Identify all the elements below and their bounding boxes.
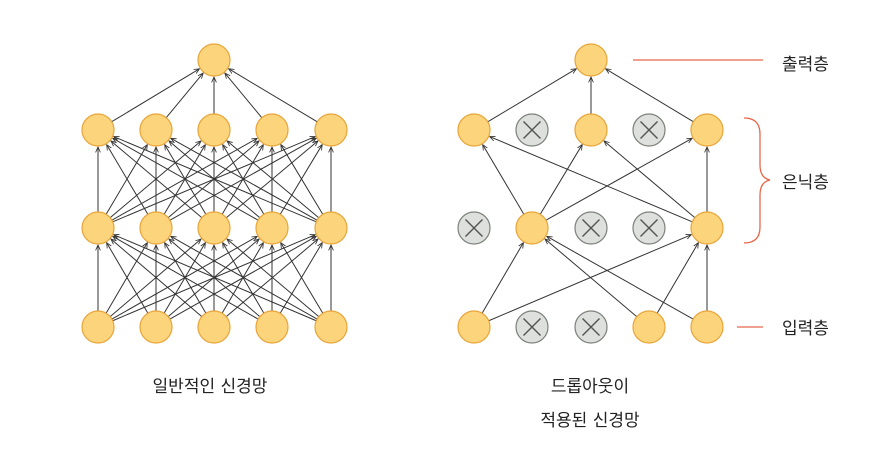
standard-neuron [197, 310, 231, 344]
standard-neuron [197, 211, 231, 245]
standard-neuron [314, 113, 348, 147]
dropout-neuron [690, 211, 724, 245]
standard-neuron [139, 211, 173, 245]
standard-network-caption: 일반적인 신경망 [152, 377, 268, 397]
dropout-network-caption-line1: 드롭아웃이 [550, 377, 630, 397]
standard-edge [171, 138, 318, 221]
dropout-neuron [574, 43, 608, 77]
dropout-edge [545, 239, 638, 318]
standard-edge [281, 243, 324, 314]
standard-edge [114, 137, 317, 223]
standard-neuron [81, 310, 115, 344]
standard-edge [229, 69, 318, 123]
standard-neuron [197, 113, 231, 147]
input-layer-label: 입력층 [782, 319, 829, 339]
dropout-dropped-neuron [457, 211, 491, 245]
cross-icon [582, 219, 600, 237]
standard-neuron [255, 310, 289, 344]
standard-neuron [81, 113, 115, 147]
layer-label-markers [633, 59, 771, 328]
standard-edge [113, 138, 259, 221]
dropout-dropped-neuron [574, 310, 608, 344]
standard-network-nodes [81, 43, 348, 344]
standard-edge [171, 236, 318, 320]
standard-neuron [255, 211, 289, 245]
dropout-neuron [632, 310, 666, 344]
dropout-dropped-neuron [632, 211, 666, 245]
dropout-edge [604, 141, 696, 219]
standard-edge [107, 243, 149, 314]
dropout-edge [487, 69, 577, 123]
dropout-dropped-neuron [515, 310, 549, 344]
standard-edge [227, 239, 320, 318]
standard-edge [113, 236, 259, 320]
dropout-neuron [457, 310, 491, 344]
standard-neuron [139, 310, 173, 344]
dropout-edge [606, 69, 694, 123]
dropout-edge [490, 137, 693, 223]
standard-neuron [139, 113, 173, 147]
standard-edge [114, 235, 317, 322]
dropout-edge [483, 145, 525, 215]
dropout-edge [656, 243, 698, 314]
dropout-edge [539, 145, 582, 215]
output-layer-label: 출력층 [782, 55, 829, 75]
dropout-dropped-neuron [515, 113, 549, 147]
hidden-layer-bracket [743, 117, 771, 244]
cross-icon [523, 121, 541, 139]
standard-neuron [314, 211, 348, 245]
dropout-dropped-neuron [632, 113, 666, 147]
cross-icon [523, 318, 541, 336]
dropout-dropped-neuron [574, 211, 608, 245]
cross-icon [582, 318, 600, 336]
standard-edge [111, 239, 203, 317]
cross-icon [640, 219, 658, 237]
dropout-neuron [690, 310, 724, 344]
standard-edge [107, 145, 149, 215]
dropout-network-caption-line2: 적용된 신경망 [540, 411, 640, 431]
standard-edge [111, 141, 203, 219]
dropout-network-nodes [457, 43, 724, 344]
dropout-neuron [574, 113, 608, 147]
standard-network-edges [98, 69, 331, 322]
standard-neuron [81, 211, 115, 245]
standard-edge [225, 73, 263, 118]
cross-icon [465, 219, 483, 237]
standard-edge [111, 69, 200, 123]
dropout-edge [481, 243, 523, 314]
dropout-edge [545, 138, 692, 221]
standard-neuron [197, 43, 231, 77]
standard-neuron [255, 113, 289, 147]
dropout-neuron [515, 211, 549, 245]
dropout-network-edges [481, 69, 707, 322]
standard-edge [165, 73, 203, 118]
standard-edge [281, 145, 324, 215]
dropout-edge [547, 236, 694, 320]
dropout-neuron [457, 113, 491, 147]
dropout-neuron [690, 113, 724, 147]
cross-icon [640, 121, 658, 139]
standard-edge [227, 141, 320, 219]
standard-neuron [314, 310, 348, 344]
hidden-layer-label: 은닉층 [782, 173, 829, 193]
